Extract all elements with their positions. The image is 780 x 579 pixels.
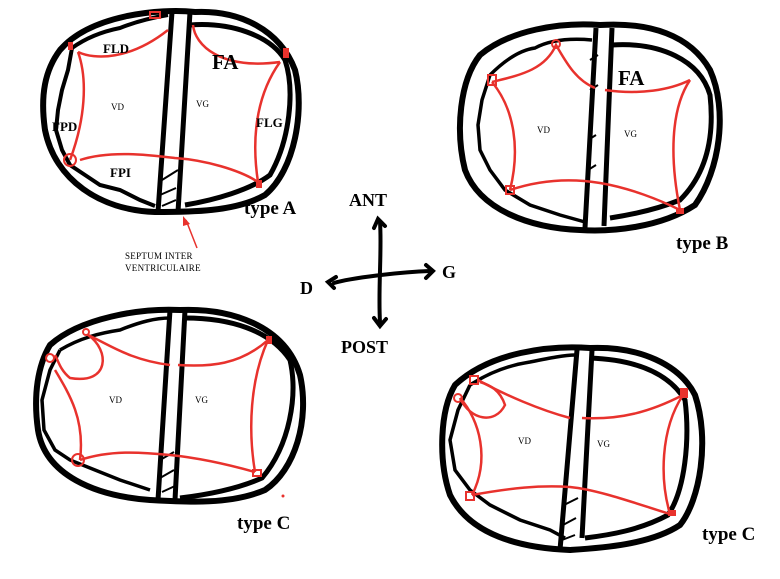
septum-annotation: SEPTUM INTER VENTRICULAIRE — [125, 250, 201, 274]
label-fpd: FPD — [52, 119, 78, 134]
compass-arrows — [324, 215, 436, 330]
label-fa-b: FA — [618, 66, 645, 90]
label-fld: FLD — [103, 41, 129, 56]
label-fpi: FPI — [110, 165, 131, 180]
label-vg-c1: VG — [195, 395, 208, 405]
compass-g: G — [442, 262, 457, 282]
type-c1-label: type C — [237, 513, 291, 534]
label-vg-a: VG — [196, 99, 209, 109]
label-vg-b: VG — [624, 129, 637, 139]
label-fa-a: FA — [212, 50, 239, 74]
label-flg: FLG — [256, 115, 283, 130]
label-vd-c1: VD — [109, 395, 122, 405]
compass-ant: ANT — [349, 190, 388, 210]
label-vd-c2: VD — [518, 436, 531, 446]
label-vd-a: VD — [111, 102, 124, 112]
compass-d: D — [300, 278, 313, 298]
septum-annotation-line1: SEPTUM INTER — [125, 251, 193, 261]
type-c2-label: type C — [702, 524, 756, 545]
panel-type-b — [457, 21, 723, 234]
panel-type-a — [40, 7, 302, 249]
type-b-label: type B — [676, 233, 729, 254]
panel-type-c-2 — [439, 344, 706, 554]
type-a-label: type A — [244, 198, 297, 219]
septum-annotation-line2: VENTRICULAIRE — [125, 263, 201, 273]
compass-post: POST — [341, 337, 389, 357]
panel-type-c-1 — [33, 306, 306, 505]
label-vg-c2: VG — [597, 439, 610, 449]
label-vd-b: VD — [537, 125, 550, 135]
